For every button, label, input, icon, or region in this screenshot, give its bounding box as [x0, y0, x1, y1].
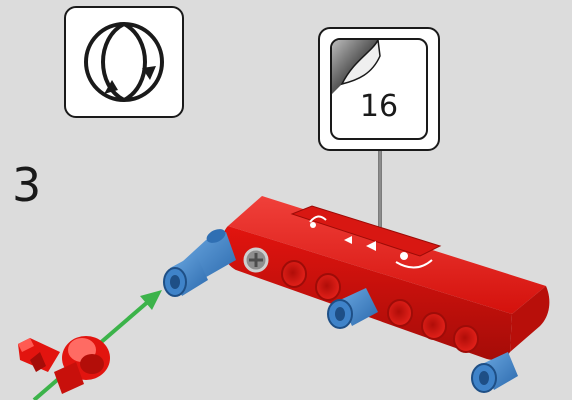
- red-axle-connector: [18, 336, 110, 394]
- rotate-arrows-icon: [84, 22, 164, 102]
- step-number: 3: [12, 158, 42, 212]
- rotate-model-icon: [64, 6, 184, 118]
- blue-pin-middle: [327, 288, 378, 329]
- page-reference-number: 16: [359, 89, 399, 124]
- red-beam: [221, 196, 550, 360]
- blue-pin-left: [163, 229, 236, 297]
- blue-pin-right: [471, 352, 518, 393]
- sticker-callout: 16: [330, 38, 428, 140]
- page-curl-icon: [332, 40, 381, 94]
